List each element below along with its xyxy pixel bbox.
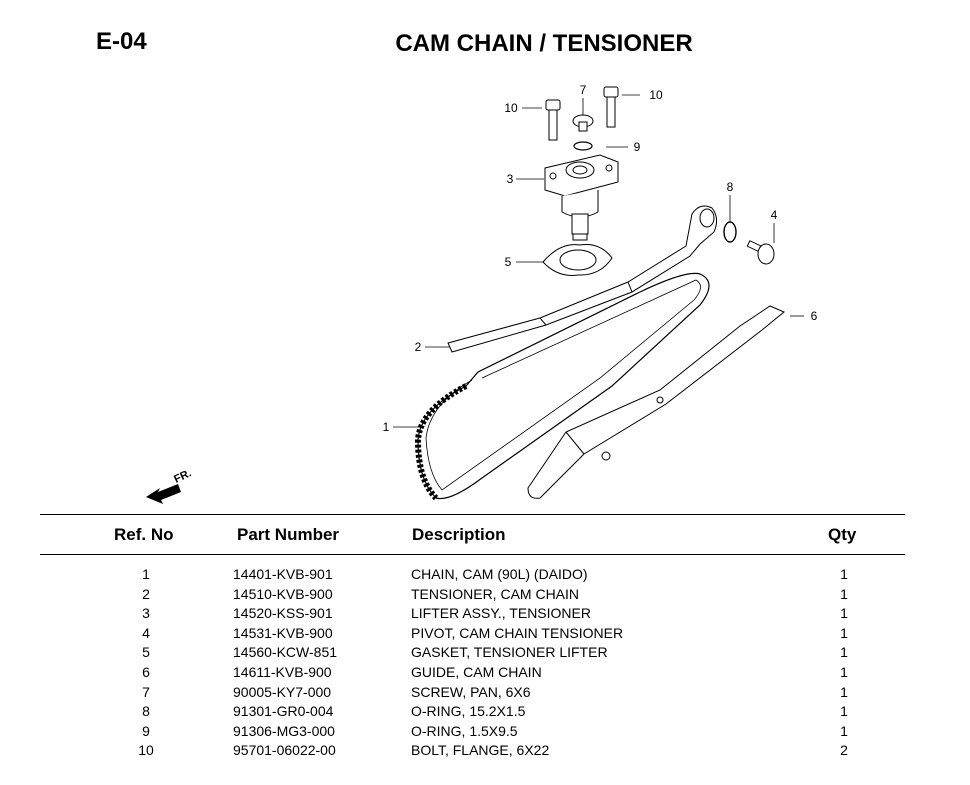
- header-qty: Qty: [828, 525, 857, 544]
- exploded-parts-diagram: 10 7 10 9 3 8 4 5 6 2 1: [146, 83, 818, 504]
- ref-no: 3: [142, 605, 150, 622]
- table-row: 6 14611-KVB-900 GUIDE, CAM CHAIN 1: [0, 664, 970, 684]
- part-number: 14401-KVB-901: [233, 566, 333, 582]
- ref-no: 8: [142, 703, 150, 720]
- header-part-number: Part Number: [237, 525, 340, 544]
- ref-no: 9: [142, 722, 150, 739]
- part-number: 91301-GR0-004: [233, 703, 334, 720]
- description: O-RING, 1.5X9.5: [411, 722, 518, 739]
- ref-no: 4: [142, 624, 150, 641]
- table-row: 5 14560-KCW-851 GASKET, TENSIONER LIFTER…: [0, 644, 970, 664]
- callout-10a: 10: [504, 101, 518, 115]
- o-ring-large: [723, 221, 737, 243]
- page-title: CAM CHAIN / TENSIONER: [395, 30, 693, 57]
- header-description: Description: [412, 525, 506, 544]
- table-row: 9 91306-MG3-000 O-RING, 1.5X9.5 1: [0, 723, 970, 743]
- cam-chain: [414, 272, 710, 501]
- chain-guide: [527, 305, 785, 499]
- qty: 1: [840, 644, 848, 661]
- description: GUIDE, CAM CHAIN: [411, 664, 542, 680]
- callout-6: 6: [811, 309, 818, 323]
- qty: 1: [840, 703, 848, 720]
- qty: 1: [840, 605, 848, 622]
- tensioner-lifter: [544, 154, 619, 241]
- table-row: 3 14520-KSS-901 LIFTER ASSY., TENSIONER …: [0, 605, 970, 625]
- part-number: 14520-KSS-901: [233, 605, 333, 622]
- part-number: 14611-KVB-900: [233, 664, 332, 680]
- description: SCREW, PAN, 6X6: [411, 683, 531, 700]
- ref-no: 6: [142, 664, 150, 680]
- callout-1: 1: [383, 420, 390, 434]
- pivot: [746, 240, 775, 265]
- table-top-rule: [40, 514, 905, 515]
- part-number: 14510-KVB-900: [233, 585, 333, 602]
- qty: 2: [840, 742, 848, 759]
- ref-no: 2: [142, 585, 150, 602]
- part-number: 14531-KVB-900: [233, 624, 333, 641]
- description: LIFTER ASSY., TENSIONER: [411, 605, 591, 622]
- callout-9: 9: [634, 140, 641, 154]
- description: CHAIN, CAM (90L) (DAIDO): [411, 566, 588, 582]
- description: O-RING, 15.2X1.5: [411, 703, 526, 720]
- front-marker-label: FR.: [172, 467, 193, 485]
- callout-10b: 10: [649, 88, 663, 102]
- ref-no: 1: [142, 566, 150, 582]
- callout-3: 3: [507, 172, 514, 186]
- flange-bolts: [545, 86, 619, 141]
- description: TENSIONER, CAM CHAIN: [411, 585, 580, 602]
- front-direction-arrow: FR.: [146, 467, 193, 504]
- ref-no: 7: [142, 683, 150, 700]
- table-row: 1 14401-KVB-901 CHAIN, CAM (90L) (DAIDO)…: [0, 566, 970, 586]
- qty: 1: [840, 664, 848, 680]
- description: GASKET, TENSIONER LIFTER: [411, 644, 608, 661]
- callout-5: 5: [505, 255, 512, 269]
- description: BOLT, FLANGE, 6X22: [411, 742, 550, 759]
- o-ring-small: [573, 141, 593, 151]
- qty: 1: [840, 683, 848, 700]
- ref-no: 10: [138, 742, 154, 759]
- callout-8: 8: [727, 180, 734, 194]
- qty: 1: [840, 585, 848, 602]
- callout-2: 2: [415, 340, 422, 354]
- ref-no: 5: [142, 644, 150, 661]
- callout-numbers: 10 7 10 9 3 8 4 5 6 2 1: [383, 83, 818, 434]
- description: PIVOT, CAM CHAIN TENSIONER: [411, 624, 624, 641]
- pan-screw: [572, 114, 594, 132]
- header-ref-no: Ref. No: [114, 525, 174, 544]
- qty: 1: [840, 624, 848, 641]
- gasket: [542, 244, 613, 276]
- qty: 1: [840, 722, 848, 739]
- table-row: 10 95701-06022-00 BOLT, FLANGE, 6X22 2: [0, 742, 970, 762]
- qty: 1: [840, 566, 848, 582]
- callout-4: 4: [771, 208, 778, 222]
- table-header-rule: [40, 554, 905, 555]
- table-row: 2 14510-KVB-900 TENSIONER, CAM CHAIN 1: [0, 586, 970, 606]
- table-row: 7 90005-KY7-000 SCREW, PAN, 6X6 1: [0, 684, 970, 704]
- diagram-code: E-04: [96, 28, 147, 55]
- callout-leaders: [393, 94, 804, 428]
- part-number: 90005-KY7-000: [233, 683, 332, 700]
- part-number: 14560-KCW-851: [233, 644, 338, 661]
- table-row: 4 14531-KVB-900 PIVOT, CAM CHAIN TENSION…: [0, 625, 970, 645]
- tensioner-arm: [447, 205, 718, 353]
- part-number: 95701-06022-00: [233, 742, 336, 759]
- callout-7: 7: [580, 83, 587, 97]
- part-number: 91306-MG3-000: [233, 722, 335, 739]
- table-row: 8 91301-GR0-004 O-RING, 15.2X1.5 1: [0, 703, 970, 723]
